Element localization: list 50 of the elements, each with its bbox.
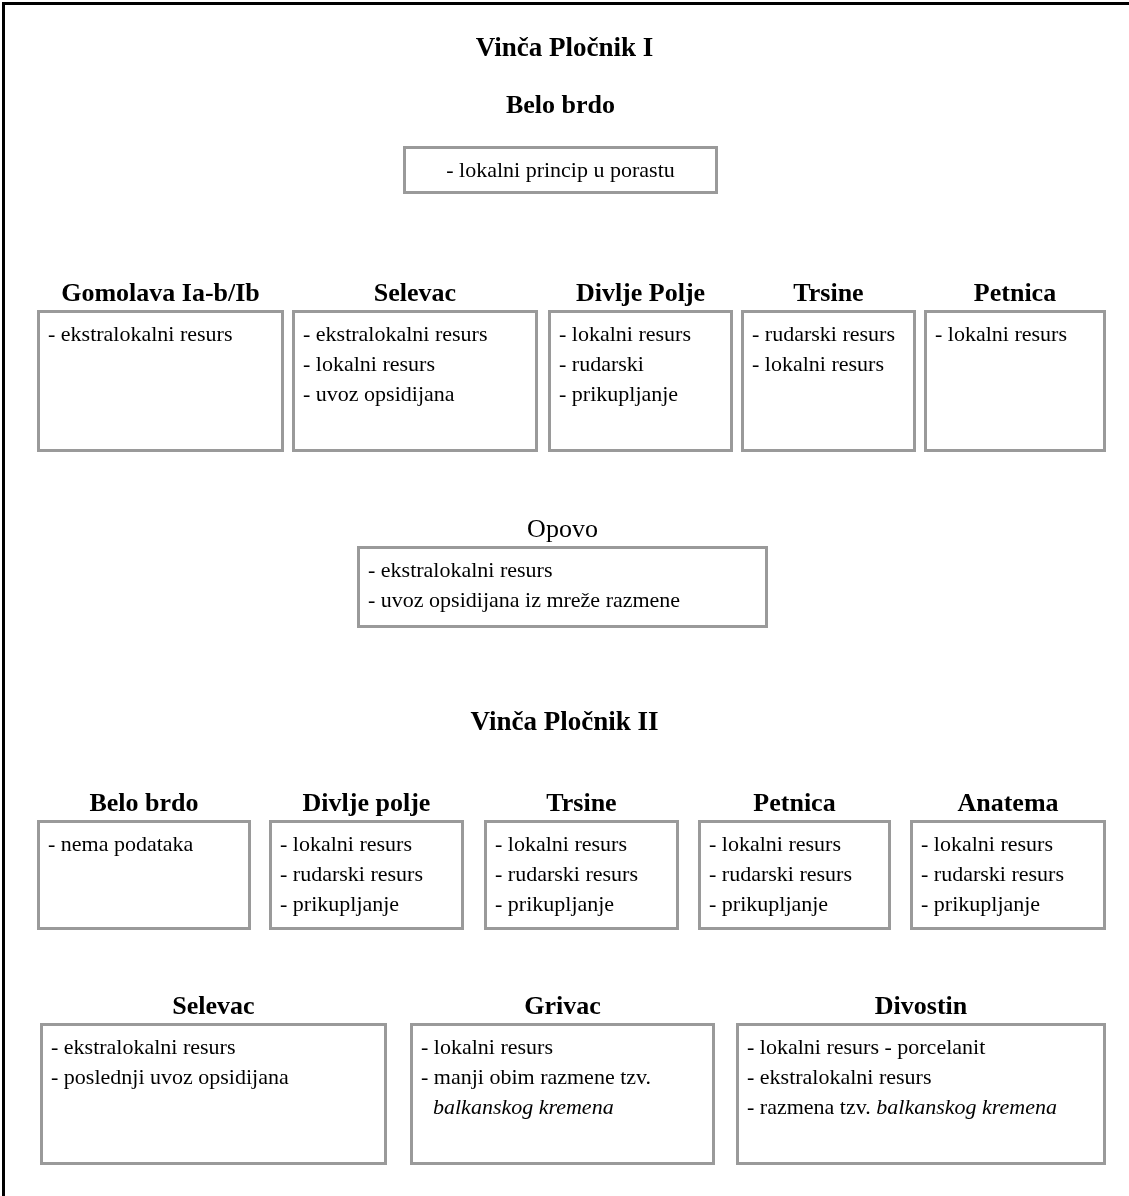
site-heading: Belo brdo bbox=[89, 787, 199, 819]
site-heading: Petnica bbox=[973, 277, 1057, 309]
list-item: - ekstralokalni resurs bbox=[48, 320, 234, 348]
list-item: - rudarski resurs bbox=[921, 860, 1065, 888]
list-item: - lokalni resurs bbox=[935, 320, 1068, 348]
list-item: - manji obim razmene tzv. balkanskog kremena bbox=[421, 1063, 653, 1121]
list-item: - lokalni resurs bbox=[303, 350, 436, 378]
list-item: - rudarski resurs bbox=[495, 860, 639, 888]
site-heading: Trsine bbox=[546, 787, 617, 819]
list-item: - prikupljanje bbox=[280, 890, 401, 918]
list-item: - ekstralokalni resurs bbox=[51, 1033, 237, 1061]
site-heading: Trsine bbox=[793, 277, 864, 309]
site-heading: Grivac bbox=[524, 990, 601, 1022]
site-heading: Belo brdo bbox=[505, 89, 616, 121]
site-heading: Divlje Polje bbox=[575, 277, 706, 309]
list-item: - lokalni resurs bbox=[495, 830, 628, 858]
list-item: - ekstralokalni resurs bbox=[368, 556, 554, 584]
site-heading: Opovo bbox=[527, 513, 598, 545]
list-item: - lokalni resurs bbox=[921, 830, 1054, 858]
list-item: - prikupljanje bbox=[495, 890, 616, 918]
site-heading: Selevac bbox=[373, 277, 457, 309]
list-item: - uvoz opsidijana iz mreže razmene bbox=[368, 586, 682, 614]
list-item: - lokalni resurs bbox=[752, 350, 885, 378]
list-item: - lokalni resurs bbox=[421, 1033, 554, 1061]
list-item: - nema podataka bbox=[48, 830, 195, 858]
section-heading: Vinča Pločnik II bbox=[470, 706, 659, 736]
list-item: - ekstralokalni resurs bbox=[303, 320, 489, 348]
list-item: - prikupljanje bbox=[559, 380, 680, 408]
list-item: - rudarski bbox=[559, 350, 645, 378]
list-item: - lokalni resurs bbox=[280, 830, 413, 858]
list-item: - lokalni resurs - porcelanit bbox=[747, 1033, 987, 1061]
list-item: - rudarski resurs bbox=[709, 860, 853, 888]
list-item: - poslednji uvoz opsidijana bbox=[51, 1063, 290, 1091]
site-heading: Divlje polje bbox=[302, 787, 431, 819]
list-item: - rudarski resurs bbox=[752, 320, 896, 348]
list-item: - lokalni resurs bbox=[559, 320, 692, 348]
list-item: - prikupljanje bbox=[921, 890, 1042, 918]
site-heading: Gomolava Ia-b/Ib bbox=[61, 277, 260, 309]
site-heading: Selevac bbox=[172, 990, 255, 1022]
site-heading: Divostin bbox=[874, 990, 968, 1022]
list-item: - lokalni princip u porastu bbox=[445, 156, 676, 184]
list-item: - uvoz opsidijana bbox=[303, 380, 456, 408]
list-item: - prikupljanje bbox=[709, 890, 830, 918]
section-heading: Vinča Pločnik I bbox=[475, 32, 654, 62]
list-item: - razmena tzv. balkanskog kremena bbox=[747, 1093, 1058, 1121]
site-heading: Anatema bbox=[957, 787, 1059, 819]
list-item: - lokalni resurs bbox=[709, 830, 842, 858]
site-heading: Petnica bbox=[753, 787, 836, 819]
list-item: - rudarski resurs bbox=[280, 860, 424, 888]
list-item: - ekstralokalni resurs bbox=[747, 1063, 933, 1091]
